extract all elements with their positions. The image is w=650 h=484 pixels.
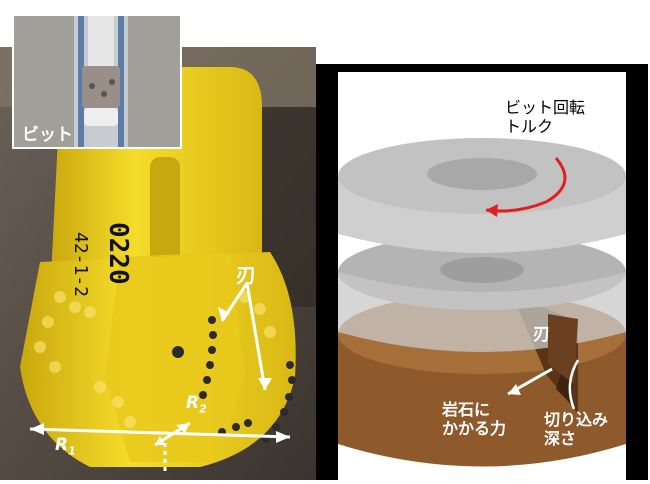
depth-label-line2: 深さ xyxy=(544,429,577,448)
cutting-diagram-art xyxy=(316,64,648,480)
r1-label-sub: 1 xyxy=(68,444,76,458)
torque-label-line1: ビット回転 xyxy=(505,98,586,117)
torque-label: ビット回転 トルク xyxy=(505,98,585,136)
force-label-line1: 岩石に xyxy=(442,400,491,419)
photo-blade-label: 刃 xyxy=(236,263,256,287)
bit-number-top: 0220 xyxy=(103,222,133,285)
r1-label: R1 xyxy=(55,435,76,457)
inset-label: ビット xyxy=(22,125,73,145)
r1-label-text: R xyxy=(55,435,69,455)
diagram-blade-label: 刃 xyxy=(533,325,550,345)
bit-number-side: 42-1-2 xyxy=(70,232,91,297)
cutting-diagram: ビット回転 トルク 刃 岩石に かかる力 切り込み 深さ xyxy=(316,64,648,480)
borehole-illustration xyxy=(14,16,180,147)
r2-label-text: R xyxy=(186,393,200,413)
depth-label: 切り込み 深さ xyxy=(544,410,608,448)
r2-label: R2 xyxy=(186,393,207,415)
depth-label-line1: 切り込み xyxy=(544,410,609,429)
torque-label-line2: トルク xyxy=(505,117,554,136)
bit-inset-photo: ビット xyxy=(12,14,182,149)
r2-label-sub: 2 xyxy=(199,402,207,416)
force-label: 岩石に かかる力 xyxy=(442,400,506,438)
force-label-line2: かかる力 xyxy=(442,419,507,438)
